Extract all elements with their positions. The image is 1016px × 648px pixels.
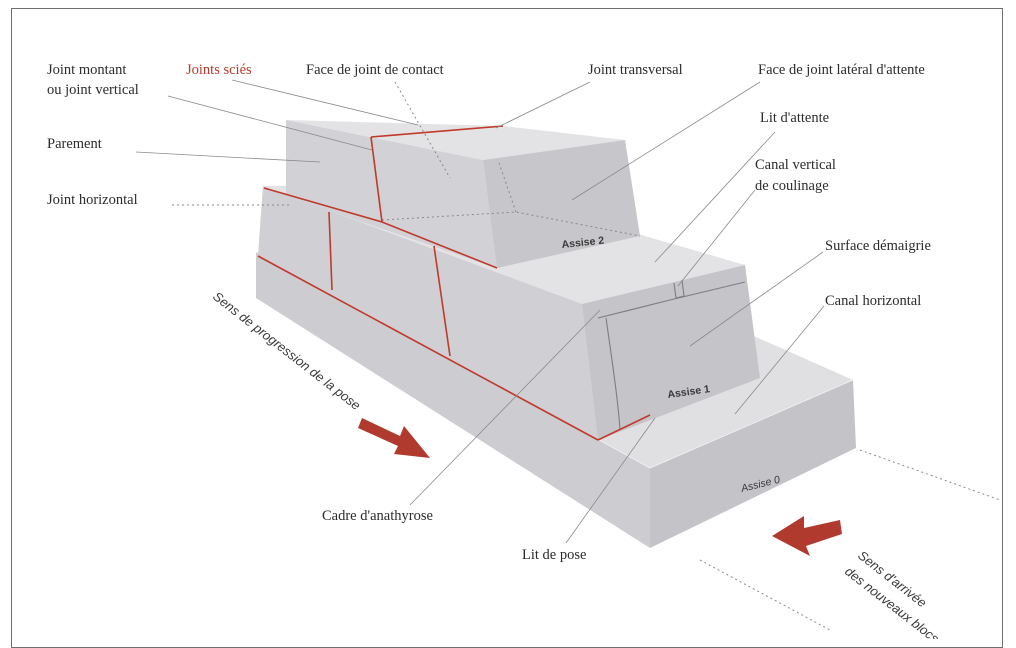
label-joints-scies: Joints sciés (186, 62, 252, 78)
label-cadre-anathyrose: Cadre d'anathyrose (322, 508, 433, 524)
label-lit-de-pose: Lit de pose (522, 547, 586, 563)
label-joint-horizontal: Joint horizontal (47, 192, 138, 208)
label-face-joint-lateral: Face de joint latéral d'attente (758, 62, 925, 78)
label-parement: Parement (47, 136, 102, 152)
assise-2-long-face (286, 120, 497, 268)
labels: Joint montant ou joint vertical Joints s… (47, 62, 931, 563)
arrow-arrivee (772, 516, 842, 556)
label-coulinage: de coulinage (755, 178, 829, 194)
assise-2-label: Assise 2 (561, 235, 605, 251)
assise-2-block (286, 120, 641, 268)
label-canal-vertical: Canal vertical (755, 157, 836, 173)
label-surface-demaigrie: Surface démaigrie (825, 238, 931, 254)
cadre-anathyrose-outline (597, 281, 746, 319)
canal-vertical-groove (673, 279, 685, 299)
label-face-joint-contact: Face de joint de contact (306, 62, 444, 78)
cadre-anathyrose-left (605, 317, 621, 431)
assise-1-long-face (258, 186, 598, 440)
label-joint-vertical: ou joint vertical (47, 82, 139, 98)
leader-lines (135, 79, 1001, 631)
assise-0-long-face (256, 252, 650, 548)
label-canal-horizontal: Canal horizontal (825, 293, 921, 309)
assise-2-top (286, 120, 625, 160)
arrow-progression (358, 418, 430, 458)
label-joint-montant: Joint montant (47, 62, 126, 78)
joints-scies-lines (257, 125, 651, 441)
assise-1-end-face (582, 265, 760, 440)
assise-0-end-face (650, 380, 856, 548)
assise-2-end-face (483, 140, 640, 268)
assise-1-label: Assise 1 (667, 383, 711, 401)
label-lit-attente: Lit d'attente (760, 110, 829, 126)
label-joint-transversal: Joint transversal (588, 62, 683, 78)
